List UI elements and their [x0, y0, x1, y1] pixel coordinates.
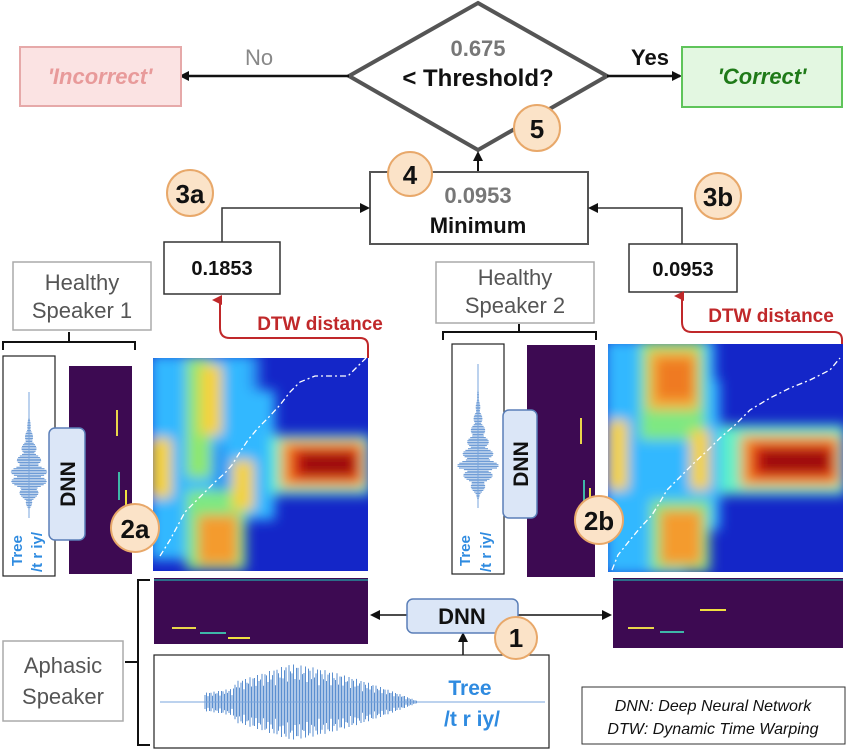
- distance-box-left: [163, 241, 281, 295]
- dtw-label-right: DTW distance: [708, 306, 834, 327]
- aphasic-phoneme-label: /t r iy/: [444, 708, 500, 731]
- right-distance-connector: [588, 203, 683, 244]
- incorrect-label: 'Incorrect': [48, 64, 153, 89]
- step-3a-label: 3a: [176, 179, 205, 209]
- step-2b-label: 2b: [584, 506, 614, 536]
- healthy-speaker-2-line2: Speaker 2: [465, 293, 565, 318]
- step-2b-badge: [574, 495, 624, 545]
- aphasic-posteriorgram-copy: [613, 578, 843, 648]
- dnn-block-1: [48, 427, 86, 541]
- dtw-cost-matrix-2: [608, 344, 843, 572]
- yes-label: Yes: [631, 45, 669, 70]
- correct-label: 'Correct': [718, 64, 807, 89]
- legend-box: [581, 686, 846, 745]
- minimum-label: Minimum: [430, 213, 527, 238]
- minimum-value: 0.0953: [444, 183, 511, 208]
- step-1-badge: [494, 616, 538, 660]
- step-badges: 1 3a 3b 4 5: [166, 104, 742, 660]
- step-5-label: 5: [530, 114, 544, 144]
- aphasic-bracket: [125, 579, 150, 746]
- correct-box: [681, 46, 843, 108]
- legend-line-1: DNN: Deep Neural Network: [615, 698, 813, 715]
- left-distance-connector: [221, 203, 370, 242]
- distance-value-left: 0.1853: [191, 258, 252, 280]
- dtw-cost-matrix-1: [153, 358, 368, 571]
- incorrect-box: [19, 46, 182, 107]
- step-3b-badge: [694, 172, 742, 220]
- aphasic-posteriorgram: [154, 578, 368, 644]
- healthy-speaker-2-box: [435, 261, 595, 324]
- legend-line-2: DTW: Dynamic Time Warping: [607, 721, 818, 738]
- aphasic-posteriorgram-activations: [154, 579, 368, 639]
- threshold-question: < Threshold?: [402, 65, 553, 92]
- dtw-arrow-right: [674, 291, 843, 346]
- word-label-2: Tree: [457, 535, 474, 566]
- aphasic-speaker-line1: Aphasic: [24, 653, 102, 678]
- healthy-speaker-1-line1: Healthy: [45, 270, 120, 295]
- waveform-1: [10, 392, 48, 518]
- decision-diamond: [344, 0, 612, 153]
- word-label-1: Tree: [9, 535, 26, 566]
- posteriorgram-1-activations: [116, 410, 127, 505]
- dtw-arrow-left: [212, 295, 369, 358]
- dnn-block-center: [406, 598, 519, 634]
- step-1-label: 1: [509, 623, 523, 653]
- aphasic-speaker-line2: Speaker: [22, 684, 104, 709]
- step-4-label: 4: [403, 160, 418, 190]
- dnn-block-2: [502, 409, 538, 519]
- speaker-1-bracket: [2, 332, 136, 350]
- step-2a-label: 2a: [121, 514, 150, 544]
- dnn-label-1: DNN: [57, 461, 80, 507]
- step-3b-label: 3b: [703, 182, 733, 212]
- no-label: No: [245, 45, 273, 70]
- healthy-speaker-1-line2: Speaker 1: [32, 298, 132, 323]
- waveform-2: [457, 364, 499, 508]
- threshold-value: 0.675: [450, 36, 505, 61]
- aphasic-waveform: [160, 664, 545, 740]
- aphasic-word-label: Tree: [448, 677, 491, 700]
- step-3a-badge: [166, 169, 214, 217]
- phoneme-label-1: /t r iy/: [29, 531, 46, 572]
- step-2a-badge: [110, 503, 160, 553]
- phoneme-label-2: /t r iy/: [478, 531, 495, 572]
- dtw-label-left: DTW distance: [257, 314, 383, 335]
- step-4-badge: [387, 151, 433, 197]
- healthy-speaker-2-line1: Healthy: [478, 265, 553, 290]
- aphasic-speaker-box: [2, 640, 124, 722]
- distance-value-right: 0.0953: [652, 259, 713, 281]
- dnn-label-center: DNN: [438, 604, 486, 629]
- aphasic-posteriorgram-copy-activations: [613, 579, 843, 633]
- step-5-badge: [513, 104, 561, 152]
- dnn-label-2: DNN: [510, 441, 533, 487]
- warping-path-1: [159, 358, 367, 557]
- speaker-2-bracket: [442, 324, 597, 340]
- decision-node: 0.675 < Threshold?: [344, 0, 612, 153]
- healthy-speaker-1-box: [12, 261, 152, 331]
- distance-box-right: [628, 243, 738, 293]
